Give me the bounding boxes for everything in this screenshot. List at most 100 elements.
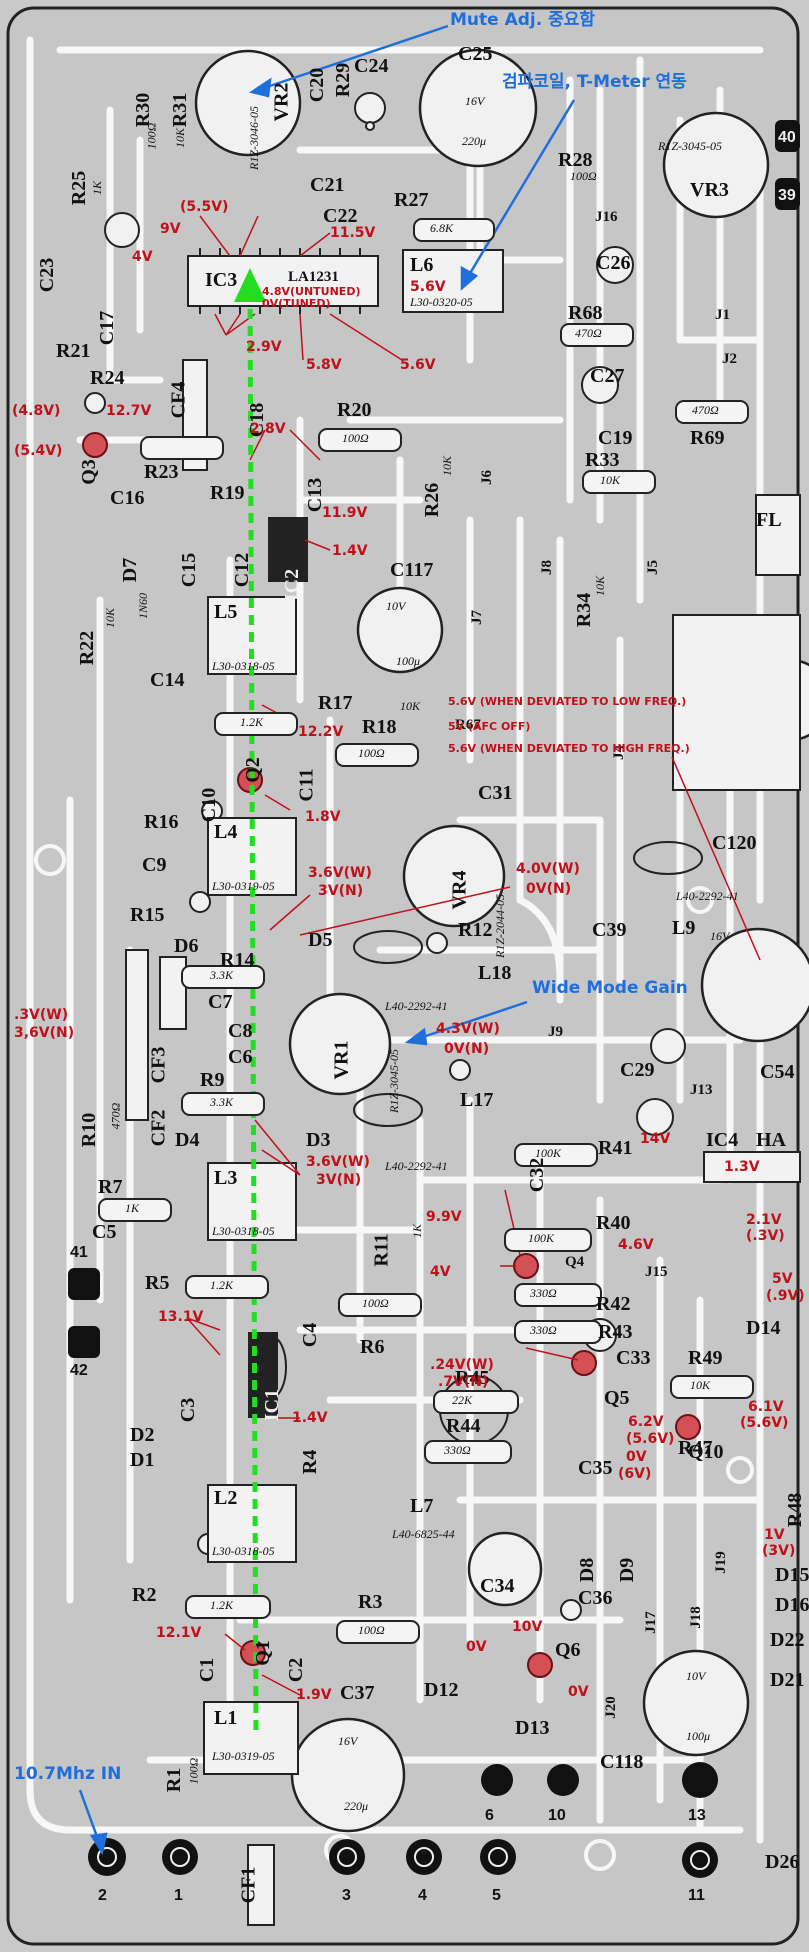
l5-part: L30-0318-05 [212, 659, 275, 673]
afc-off: 5V (AFC OFF) [448, 720, 531, 733]
volt-4-8-untuned: 4.8V(UNTUNED) [262, 285, 361, 298]
ref-c7: C7 [208, 991, 233, 1013]
ref-c27: C27 [590, 365, 625, 387]
pin-11: 11 [688, 1887, 705, 1904]
ref-c117: C117 [390, 559, 434, 581]
r11-value: 1K [410, 1223, 425, 1239]
r14-body [181, 965, 265, 989]
ref-r24: R24 [90, 367, 125, 389]
vr1-part: R1Z-3045-05 [387, 1049, 401, 1113]
pin-41: 41 [70, 1244, 88, 1261]
ref-vr4: VR4 [448, 870, 471, 910]
ref-q4: Q4 [565, 1254, 585, 1270]
ic3-part: LA1231 [288, 269, 339, 285]
pin-1: 1 [174, 1887, 183, 1904]
l6-part: L30-0320-05 [410, 295, 473, 309]
l9-part: L40-2292-41 [676, 889, 739, 903]
pin-5: 5 [492, 1887, 501, 1904]
l9-cap-voltage: 16V [710, 929, 730, 943]
r6-body [338, 1293, 422, 1317]
ref-c25: C25 [458, 43, 493, 65]
r6-value: 100Ω [362, 1296, 389, 1310]
volt-0v-b: 0V [466, 1639, 487, 1655]
ref-c17: C17 [96, 310, 119, 346]
ref-c31: C31 [478, 782, 513, 804]
volt-11-5: 11.5V [330, 225, 376, 241]
volt-4-8p: (4.8V) [12, 403, 61, 419]
ref-c6: C6 [228, 1046, 253, 1068]
r14-value: 3.3K [210, 968, 234, 982]
ref-r31: R31 [169, 92, 192, 128]
ref-j7: J7 [469, 610, 485, 625]
ref-r25: R25 [68, 170, 91, 206]
ref-d4: D4 [175, 1129, 200, 1151]
ref-d22: D22 [770, 1629, 805, 1651]
ref-cf4: CF4 [167, 381, 190, 419]
r47-body [670, 1375, 754, 1399]
ref-c23: C23 [36, 257, 59, 293]
volt-4w: 4.0V(W) [516, 861, 580, 877]
r40-value: 100K [528, 1231, 555, 1245]
d7-value: 1N60 [136, 592, 151, 620]
ref-d2: D2 [130, 1424, 155, 1446]
ref-d14: D14 [746, 1317, 781, 1339]
r3-body [336, 1620, 420, 1644]
r33-value: 10K [600, 473, 621, 487]
volt-3-6w-a: 3.6V(W) [308, 865, 372, 881]
ref-d1: D1 [130, 1449, 155, 1471]
ref-j8: J8 [539, 560, 555, 575]
volt-3p: (.3V) [746, 1228, 785, 1244]
r43-value: 330Ω [530, 1323, 557, 1337]
volt-13-1: 13.1V [158, 1309, 204, 1325]
afc-low: 5.6V (WHEN DEVIATED TO LOW FREQ.) [448, 695, 687, 708]
ref-r1: R1 [163, 1767, 186, 1793]
ref-c34: C34 [480, 1575, 515, 1597]
ref-r21: R21 [56, 340, 91, 362]
ref-c22: C22 [323, 205, 358, 227]
ref-j16: J16 [595, 209, 618, 225]
volt-3n-a: 3V(N) [318, 883, 364, 899]
pin-4: 4 [418, 1887, 427, 1904]
ref-c16: C16 [110, 487, 145, 509]
ref-vr3: VR3 [690, 179, 729, 201]
mute-adj-note: Mute Adj. 중요함 [450, 10, 596, 30]
ref-l4: L4 [214, 821, 238, 843]
ref-c20: C20 [306, 67, 329, 103]
volt-12-2: 12.2V [298, 724, 344, 740]
ref-c29: C29 [620, 1059, 655, 1081]
ref-j5: J5 [645, 560, 661, 575]
ref-l18: L18 [478, 962, 512, 984]
volt-0v-c: 0V [568, 1684, 589, 1700]
ref-r5: R5 [145, 1272, 170, 1294]
ref-j18: J18 [687, 1606, 704, 1629]
ref-c24: C24 [354, 55, 389, 77]
volt-3-6n-left: 3,6V(N) [14, 1025, 75, 1041]
l3-part: L30-0318-05 [212, 1224, 275, 1238]
ref-c14: C14 [150, 669, 185, 691]
ref-r2: R2 [132, 1584, 157, 1606]
volt-1-4b: 1.4V [292, 1410, 328, 1426]
ref-c1: C1 [196, 1657, 219, 1683]
ref-j20: J20 [602, 1696, 619, 1719]
ref-l1: L1 [214, 1707, 238, 1729]
ref-r16: R16 [144, 811, 179, 833]
ref-r9: R9 [200, 1069, 225, 1091]
ref-c120: C120 [712, 832, 757, 854]
ref-r22: R22 [76, 630, 99, 666]
ref-r26: R26 [421, 482, 444, 518]
ref-c21: C21 [310, 174, 345, 196]
pin-40: 40 [778, 129, 796, 146]
r5-value: 1.2K [210, 1278, 234, 1292]
r2-body [185, 1595, 271, 1619]
volt-9: 9V [160, 221, 181, 237]
ref-r43: R43 [598, 1321, 633, 1343]
volt-6-1: 6.1V [748, 1399, 784, 1415]
ref-q6: Q6 [555, 1639, 581, 1661]
ref-l5: L5 [214, 601, 238, 623]
ref-ic1: IC1 [261, 1388, 284, 1422]
r41-value: 100K [535, 1146, 562, 1160]
volt-5-6: 5.6V [400, 357, 436, 373]
ref-c37: C37 [340, 1682, 375, 1704]
ref-r7: R7 [98, 1176, 123, 1198]
